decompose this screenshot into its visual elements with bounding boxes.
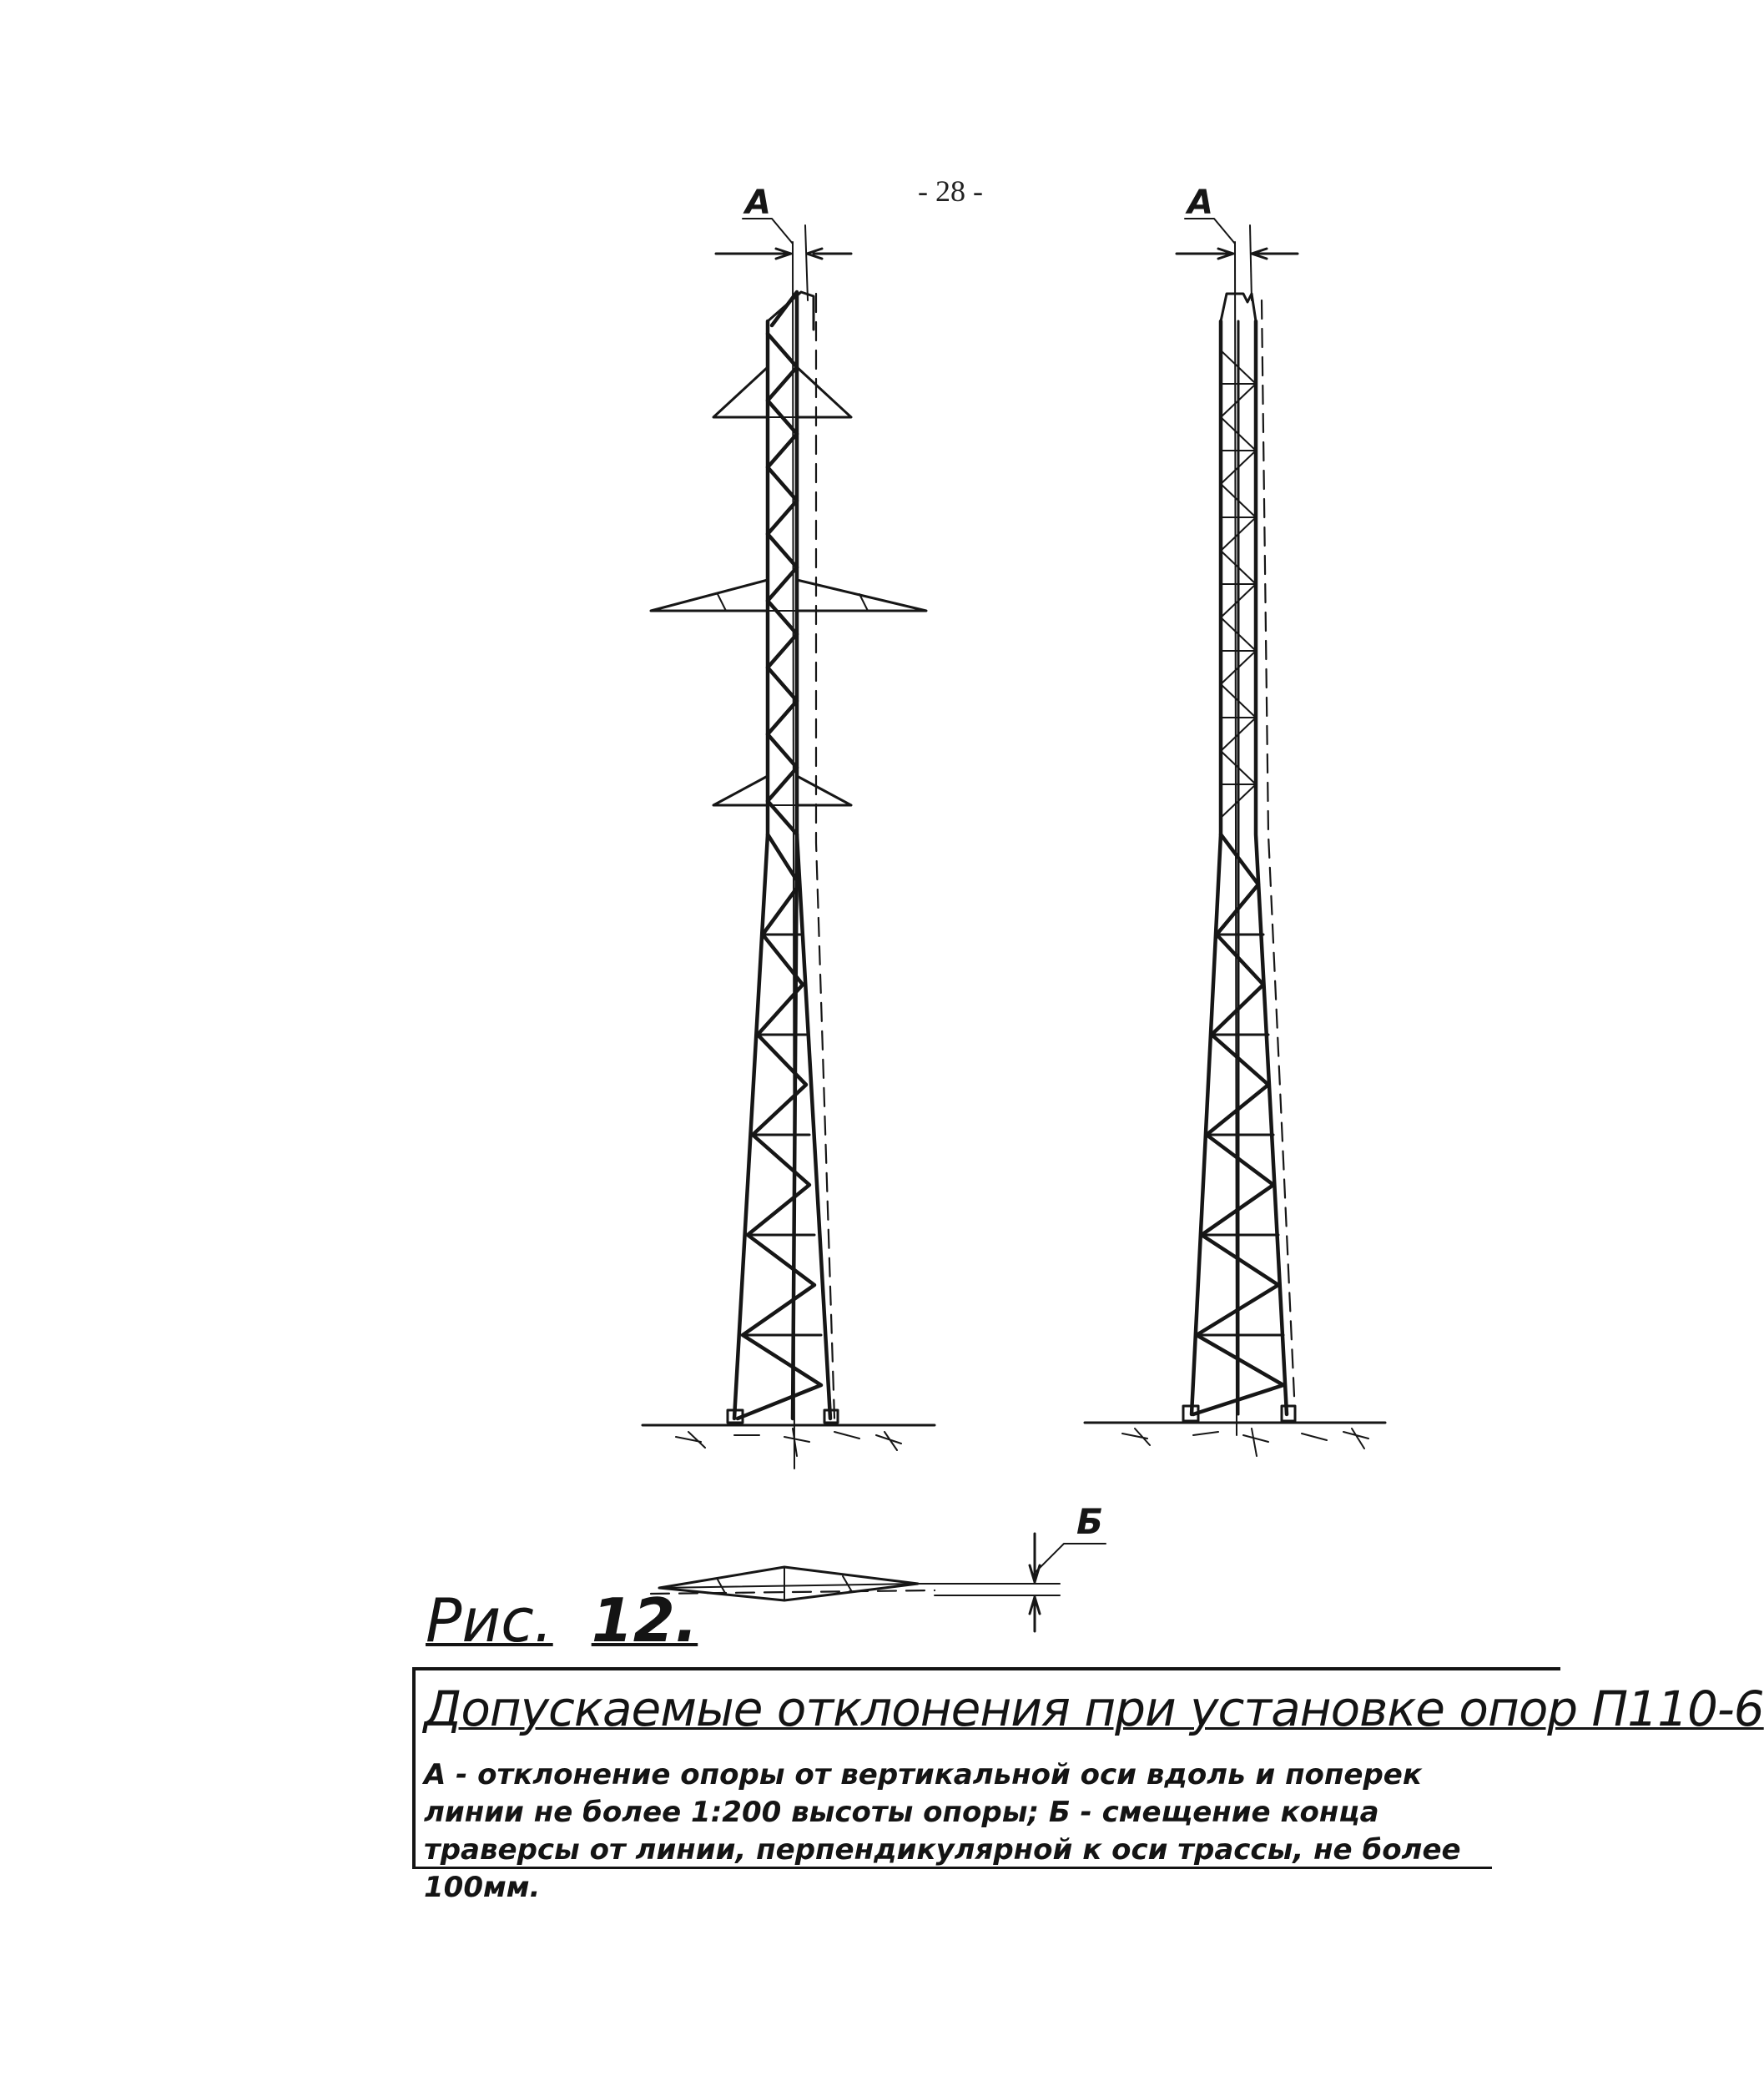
crossarm-plan-view: Б xyxy=(649,1501,1106,1633)
tower-side-view: А xyxy=(1083,184,1387,1457)
dimension-b: Б xyxy=(1028,1501,1106,1633)
dimension-a-left: А xyxy=(714,184,853,1469)
figure-description: А - отклонение опоры от вертикальной оси… xyxy=(424,1758,1461,1904)
figure-label-text: Рис. xyxy=(426,1585,553,1655)
figure-number: 12. xyxy=(591,1585,698,1655)
dimension-a-right: А xyxy=(1175,184,1299,1436)
label-a-right: А xyxy=(1185,184,1213,222)
figure-label: Рис. 12. xyxy=(426,1585,698,1655)
tower-front-view: А xyxy=(641,184,936,1469)
figure-title-box: Допускаемые отклонения при установке опо… xyxy=(412,1667,1764,1750)
tower-deviation-diagram: А xyxy=(641,184,1387,1633)
page-number: - 28 - xyxy=(918,174,983,208)
figure-description-box: А - отклонение опоры от вертикальной оси… xyxy=(412,1750,1492,1904)
figure-title: Допускаемые отклонения при установке опо… xyxy=(424,1680,1764,1737)
label-a-left: А xyxy=(743,184,771,222)
label-b: Б xyxy=(1076,1501,1103,1542)
